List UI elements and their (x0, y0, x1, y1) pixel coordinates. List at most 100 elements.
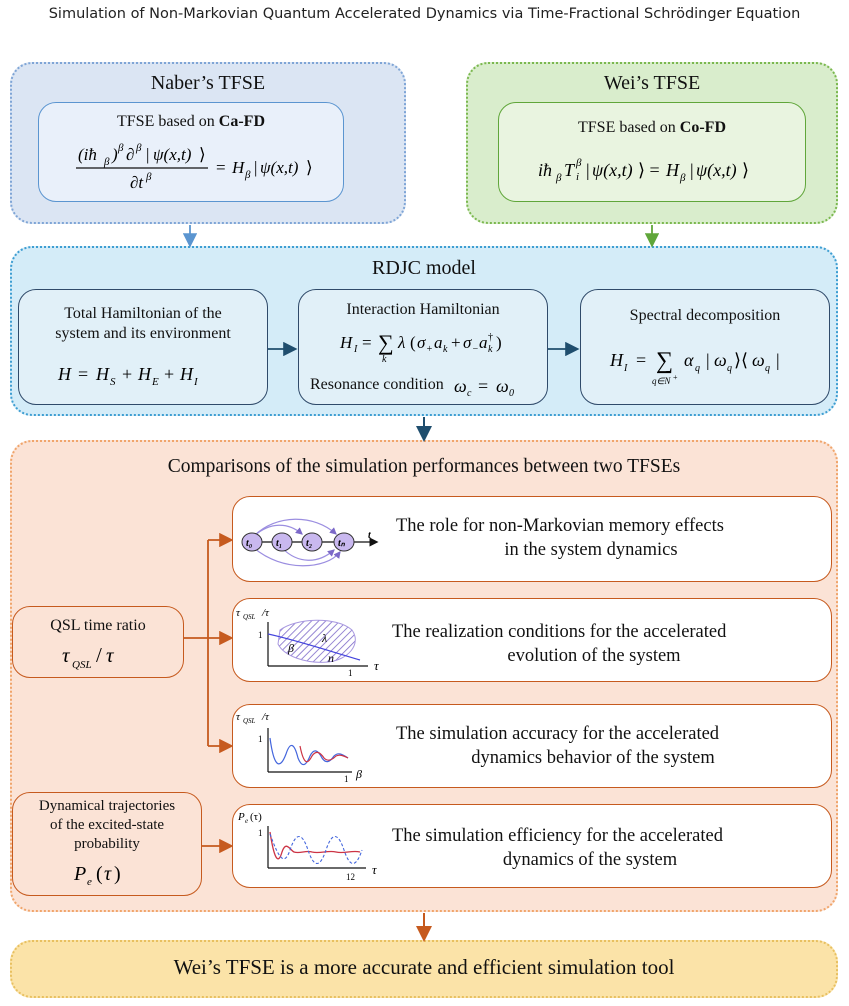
interaction-hamiltonian-title: Interaction Hamiltonian (346, 301, 500, 318)
wei-equation-box (498, 102, 806, 202)
svg-text:H: H (609, 350, 624, 370)
svg-text:1: 1 (258, 630, 263, 640)
svg-text:ω: ω (454, 376, 467, 396)
svg-text:σ: σ (417, 333, 426, 352)
svg-text:iħ: iħ (538, 160, 552, 180)
svg-text:t₀: t₀ (246, 538, 253, 549)
svg-text:β: β (355, 767, 362, 781)
svg-text:ω: ω (752, 350, 765, 370)
total-hamiltonian-box (18, 289, 268, 405)
svg-text:H: H (339, 333, 354, 352)
svg-text:|: | (586, 160, 590, 180)
svg-text:α: α (684, 350, 694, 370)
svg-text:e: e (87, 876, 92, 888)
naber-subtitle: TFSE based on Ca-FD (117, 113, 265, 130)
svg-text:τ: τ (106, 643, 115, 667)
wei-title: Wei’s TFSE (603, 72, 701, 94)
svg-text:E: E (151, 376, 159, 388)
svg-text:k: k (382, 354, 387, 365)
svg-text:I: I (193, 376, 199, 388)
svg-text:|: | (690, 160, 694, 180)
simulation-accuracy-row (232, 704, 832, 788)
svg-text:|: | (146, 145, 149, 164)
svg-text:τ: τ (372, 862, 378, 877)
svg-text:I: I (623, 363, 628, 374)
svg-text:β: β (679, 172, 686, 184)
svg-text:⟩ =: ⟩ = (638, 160, 660, 180)
svg-text:H: H (179, 364, 194, 384)
svg-text:(iħ: (iħ (78, 145, 97, 164)
svg-text:H: H (231, 158, 246, 177)
svg-text:H: H (665, 160, 680, 180)
svg-text:/τ: /τ (261, 711, 270, 723)
svg-text:=: = (78, 364, 88, 384)
svg-text:τ: τ (62, 643, 71, 667)
row2-text-line1: The realization conditions for the accel… (392, 622, 727, 642)
svg-text:t₁: t₁ (276, 538, 282, 549)
svg-text:k: k (488, 344, 493, 355)
svg-text:0: 0 (509, 388, 514, 399)
svg-text:ω: ω (714, 350, 727, 370)
svg-text:P: P (73, 863, 86, 885)
row3-text-line1: The simulation accuracy for the accelera… (396, 724, 720, 744)
svg-text:τ: τ (374, 658, 380, 673)
svg-text:+: + (426, 344, 433, 355)
svg-text:I: I (353, 344, 358, 355)
trajectory-box (12, 792, 202, 896)
svg-text:a: a (434, 333, 443, 352)
svg-text:∂: ∂ (126, 145, 134, 164)
svg-text:/: / (96, 643, 102, 667)
svg-text:e: e (245, 817, 248, 825)
total-hamiltonian-line1: Total Hamiltonian of the (64, 305, 222, 322)
svg-text:σ: σ (463, 333, 472, 352)
svg-text:q: q (695, 363, 700, 374)
svg-text:S: S (110, 376, 116, 388)
svg-text:+: + (673, 373, 678, 382)
svg-text:+: + (451, 333, 461, 352)
svg-text:τ: τ (236, 711, 241, 723)
svg-text:⟩⟨: ⟩⟨ (734, 350, 748, 370)
svg-text:1: 1 (344, 774, 349, 784)
trajectory-label-line2: of the excited-state (49, 817, 165, 833)
svg-text:τ: τ (236, 607, 241, 619)
page-title: Simulation of Non-Markovian Quantum Acce… (48, 6, 801, 22)
trajectory-label-line3: probability (74, 836, 140, 852)
resonance-condition-label: Resonance condition (310, 376, 444, 393)
svg-text:t₂: t₂ (306, 538, 312, 549)
svg-text:∑: ∑ (378, 330, 394, 355)
row1-text-line2: in the system dynamics (504, 540, 678, 560)
svg-text:T: T (564, 160, 576, 180)
svg-text:=: = (362, 333, 372, 352)
svg-text:|: | (254, 158, 257, 177)
svg-text:H: H (57, 364, 72, 384)
svg-text:+: + (122, 364, 132, 384)
svg-text:(: ( (410, 333, 416, 352)
svg-text:|: | (706, 350, 710, 370)
svg-text:1: 1 (258, 734, 263, 744)
svg-text:+: + (164, 364, 174, 384)
svg-text:ψ(x,t): ψ(x,t) (260, 158, 299, 177)
svg-text:k: k (443, 344, 448, 355)
svg-text:12: 12 (346, 872, 355, 882)
qsl-time-ratio-box (12, 606, 184, 678)
svg-text:†: † (488, 332, 493, 343)
svg-text:β: β (555, 172, 562, 184)
svg-text:⟩: ⟩ (199, 145, 206, 164)
simulation-efficiency-row (232, 804, 832, 888)
svg-text:β: β (117, 142, 124, 154)
svg-text:ω: ω (496, 376, 509, 396)
trajectory-label-line1: Dynamical trajectories (38, 798, 176, 814)
svg-text:=: = (636, 350, 646, 370)
svg-text:=: = (216, 158, 226, 177)
svg-text:n: n (328, 651, 334, 665)
svg-text:β: β (244, 169, 251, 181)
